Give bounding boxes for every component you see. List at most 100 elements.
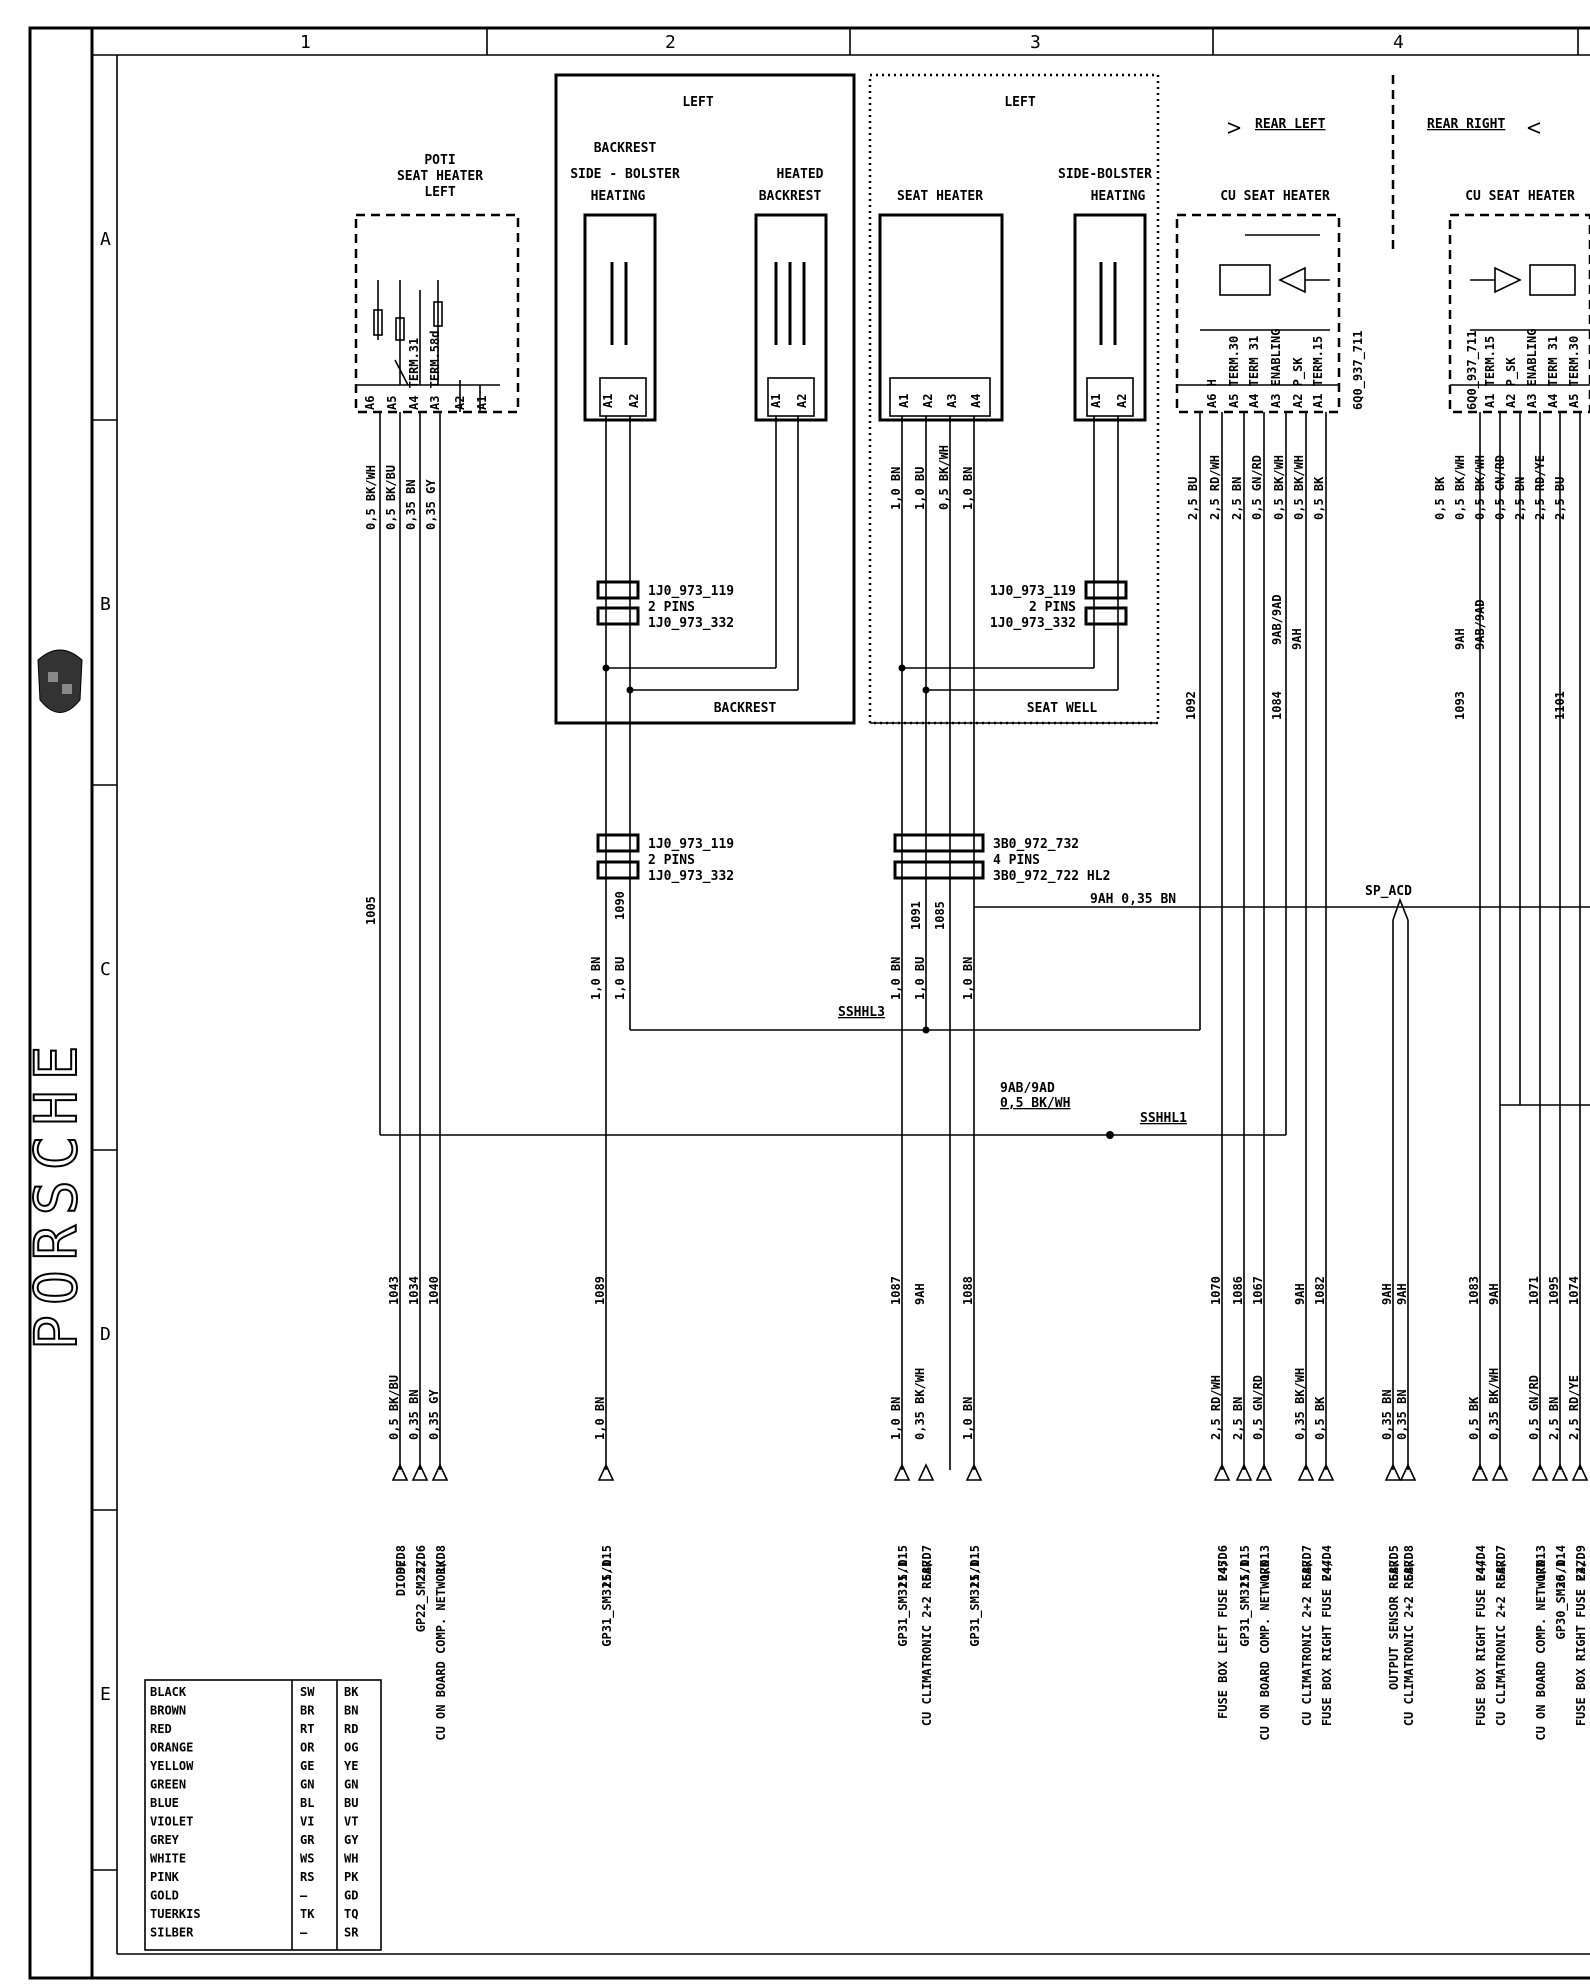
- terminal-ref: 24/D4: [1320, 1545, 1334, 1581]
- legend-color-name: BLUE: [150, 1796, 179, 1810]
- terminal-dest: GP31_SM311.1: [1238, 1560, 1253, 1647]
- legend-de-code: BL: [300, 1796, 314, 1810]
- terminal-dest: FUSE BOX RIGHT FUSE F22: [1574, 1560, 1588, 1726]
- svg-text:A2: A2: [1115, 394, 1129, 408]
- terminal-ref: 68/D5: [1387, 1545, 1401, 1581]
- terminal-wire-label: 1,0 BN: [889, 1397, 903, 1440]
- svg-text:0,5 BK/WH: 0,5 BK/WH: [1453, 455, 1467, 520]
- legend-de-code: —: [300, 1889, 308, 1903]
- svg-text:A3 TERM.58d: A3 TERM.58d: [428, 331, 442, 410]
- svg-text:A3 ENABLING: A3 ENABLING: [1525, 329, 1539, 408]
- rear-split-labels: REAR LEFT REAR RIGHT: [1227, 75, 1541, 250]
- svg-text:A2 P_SK: A2 P_SK: [1291, 357, 1306, 408]
- svg-text:A4 TERM 31: A4 TERM 31: [1247, 336, 1261, 408]
- cu-seat-heater-right: CU SEAT HEATER 6Q0_937_711 A1 TERM.15 A2…: [1448, 189, 1590, 414]
- terminal-arrow-icon: [411, 1463, 429, 1481]
- terminal-dest: GP30_SM30.1: [1554, 1560, 1569, 1639]
- svg-text:A6 H: A6 H: [1205, 379, 1219, 408]
- svg-text:1090: 1090: [613, 891, 627, 920]
- terminal-wire-id: 9AH: [1487, 1283, 1501, 1305]
- terminal-ref: 25/D15: [968, 1545, 982, 1588]
- svg-text:0,5 BK/BU: 0,5 BK/BU: [384, 465, 398, 530]
- terminal-wire-id: 1067: [1251, 1276, 1265, 1305]
- svg-text:A1: A1: [475, 396, 489, 410]
- svg-text:9AB/9AD: 9AB/9AD: [1473, 599, 1487, 650]
- svg-text:BACKREST: BACKREST: [759, 189, 822, 204]
- svg-text:6Q0_937_711: 6Q0_937_711: [1465, 331, 1480, 410]
- svg-text:4 PINS: 4 PINS: [993, 853, 1040, 868]
- terminal-ref: 1/D8: [434, 1545, 448, 1574]
- legend-color-name: GREY: [150, 1833, 180, 1847]
- terminal-wire-id: 1083: [1467, 1276, 1481, 1305]
- terminal-arrow-icon: [1399, 1463, 1417, 1481]
- connector-c1: 1J0_973_119 2 PINS 1J0_973_332: [596, 580, 734, 631]
- legend-color-name: BROWN: [150, 1704, 186, 1718]
- svg-text:0,35 GY: 0,35 GY: [424, 479, 438, 530]
- svg-text:2,5 RD/WH: 2,5 RD/WH: [1208, 455, 1222, 520]
- terminal-ref: 68/D7: [920, 1545, 934, 1581]
- terminal-dest: FUSE BOX RIGHT FUSE F44: [1474, 1560, 1488, 1726]
- svg-text:1,0 BN: 1,0 BN: [589, 957, 603, 1000]
- svg-text:2 PINS: 2 PINS: [648, 853, 695, 868]
- legend-en-code: PK: [344, 1870, 359, 1884]
- legend-color-name: GREEN: [150, 1778, 186, 1792]
- svg-text:BACKREST: BACKREST: [594, 141, 657, 156]
- terminal-wire-id: 9AH: [1395, 1283, 1409, 1305]
- terminal-arrow-icon: [1213, 1463, 1231, 1481]
- legend-color-name: TUERKIS: [150, 1907, 201, 1921]
- terminal-wire-label: 0,35 BK/WH: [1487, 1368, 1501, 1440]
- terminal-arrow-icon: [1551, 1463, 1569, 1481]
- terminal-ref: 24/D9: [1574, 1545, 1588, 1581]
- svg-text:2,5 BN: 2,5 BN: [1230, 477, 1244, 520]
- terminal-dest: CU CLIMATRONIC 2+2 REAR: [1494, 1559, 1508, 1726]
- legend-de-code: SW: [300, 1685, 315, 1699]
- terminal-ref: 25/D14: [1554, 1545, 1568, 1588]
- legend-en-code: WH: [344, 1852, 358, 1866]
- terminal-wire-id: 1070: [1209, 1276, 1223, 1305]
- svg-text:A3: A3: [945, 394, 959, 408]
- porsche-crest-icon: [37, 649, 83, 713]
- connector-c3: 1J0_973_119 2 PINS 1J0_973_332: [596, 833, 734, 884]
- legend-color-name: YELLOW: [150, 1759, 194, 1773]
- legend-de-code: RT: [300, 1722, 314, 1736]
- legend-color-name: GOLD: [150, 1889, 179, 1903]
- svg-text:1,0 BN: 1,0 BN: [961, 467, 975, 510]
- terminal-wire-id: 1071: [1527, 1276, 1541, 1305]
- svg-text:A6: A6: [363, 396, 377, 410]
- svg-text:SEAT HEATER: SEAT HEATER: [397, 169, 483, 184]
- c-row-wire-labels: 1,0 BN 1,0 BU 1,0 BN 1,0 BU 1,0 BN: [589, 957, 975, 1000]
- bus-label-2: 0,5 BK/WH: [1000, 1096, 1070, 1111]
- svg-text:2,5 RD/YE: 2,5 RD/YE: [1533, 455, 1547, 520]
- terminal-wire-label: 0,5 BK: [1313, 1396, 1327, 1440]
- svg-text:A3 ENABLING: A3 ENABLING: [1269, 329, 1283, 408]
- terminal-ref: 68/D8: [1402, 1545, 1416, 1581]
- svg-text:1092: 1092: [1184, 691, 1198, 720]
- terminal-ref: 68/D7: [1494, 1545, 1508, 1581]
- terminal-ref: 68/D7: [1300, 1545, 1314, 1581]
- connector-c4: 3B0_972_732 4 PINS 3B0_972_722 HL2: [893, 833, 1110, 884]
- svg-text:CU SEAT HEATER: CU SEAT HEATER: [1465, 189, 1575, 204]
- terminal-wire-id: 1095: [1547, 1276, 1561, 1305]
- side-bolster-heating: SIDE-BOLSTER HEATING A1 A2: [1058, 167, 1152, 422]
- svg-text:1J0_973_119: 1J0_973_119: [648, 837, 734, 852]
- terminal-wire-label: 0,5 GN/RD: [1251, 1375, 1265, 1440]
- svg-text:1093: 1093: [1453, 691, 1467, 720]
- terminal-arrow-icon: [893, 1463, 911, 1481]
- svg-text:1005: 1005: [364, 896, 378, 925]
- svg-text:1J0_973_332: 1J0_973_332: [648, 616, 734, 631]
- legend-de-code: RS: [300, 1870, 314, 1884]
